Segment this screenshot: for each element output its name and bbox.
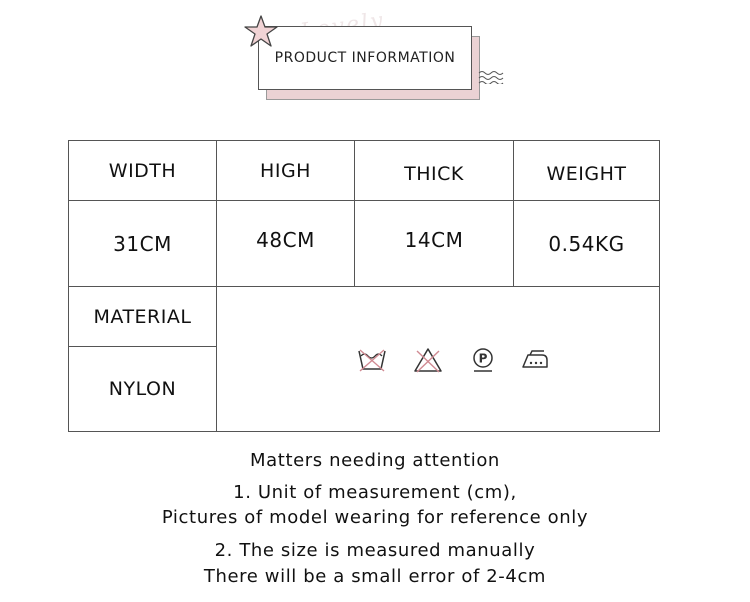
no-washing-icon bbox=[358, 349, 386, 372]
column-divider bbox=[354, 141, 355, 286]
notes-title: Matters needing attention bbox=[250, 450, 500, 471]
high-value: 48CM bbox=[256, 228, 315, 252]
note-line-3: 2. The size is measured manually bbox=[214, 540, 536, 561]
no-bleach-icon bbox=[414, 348, 442, 373]
column-divider bbox=[513, 141, 514, 286]
note-line-4: There will be a small error of 2-4cm bbox=[203, 566, 547, 587]
weight-header: WEIGHT bbox=[546, 162, 627, 185]
svg-text:P: P bbox=[479, 352, 488, 366]
material-value: NYLON bbox=[108, 378, 177, 400]
high-header: HIGH bbox=[260, 159, 311, 182]
low-iron-icon bbox=[522, 350, 548, 368]
material-label: MATERIAL bbox=[93, 305, 192, 328]
width-value: 31CM bbox=[113, 232, 172, 256]
dry-clean-p-icon: P bbox=[473, 348, 493, 372]
spec-table: WIDTH HIGH THICK WEIGHT 31CM 48CM 14CM 0… bbox=[68, 140, 660, 432]
row-divider bbox=[69, 286, 659, 287]
row-divider bbox=[69, 346, 217, 347]
wave-lines-icon bbox=[478, 71, 504, 84]
column-divider bbox=[216, 141, 217, 431]
badge-label: PRODUCT INFORMATION bbox=[274, 50, 456, 66]
width-header: WIDTH bbox=[108, 159, 177, 182]
note-line-1: 1. Unit of measurement (cm), bbox=[233, 482, 517, 503]
weight-value: 0.54KG bbox=[548, 232, 625, 256]
note-line-2: Pictures of model wearing for reference … bbox=[161, 507, 589, 528]
thick-header: THICK bbox=[404, 162, 464, 185]
star-icon bbox=[244, 15, 278, 47]
product-information-badge: PRODUCT INFORMATION bbox=[258, 26, 472, 90]
row-divider bbox=[69, 200, 659, 201]
thick-value: 14CM bbox=[404, 228, 464, 252]
